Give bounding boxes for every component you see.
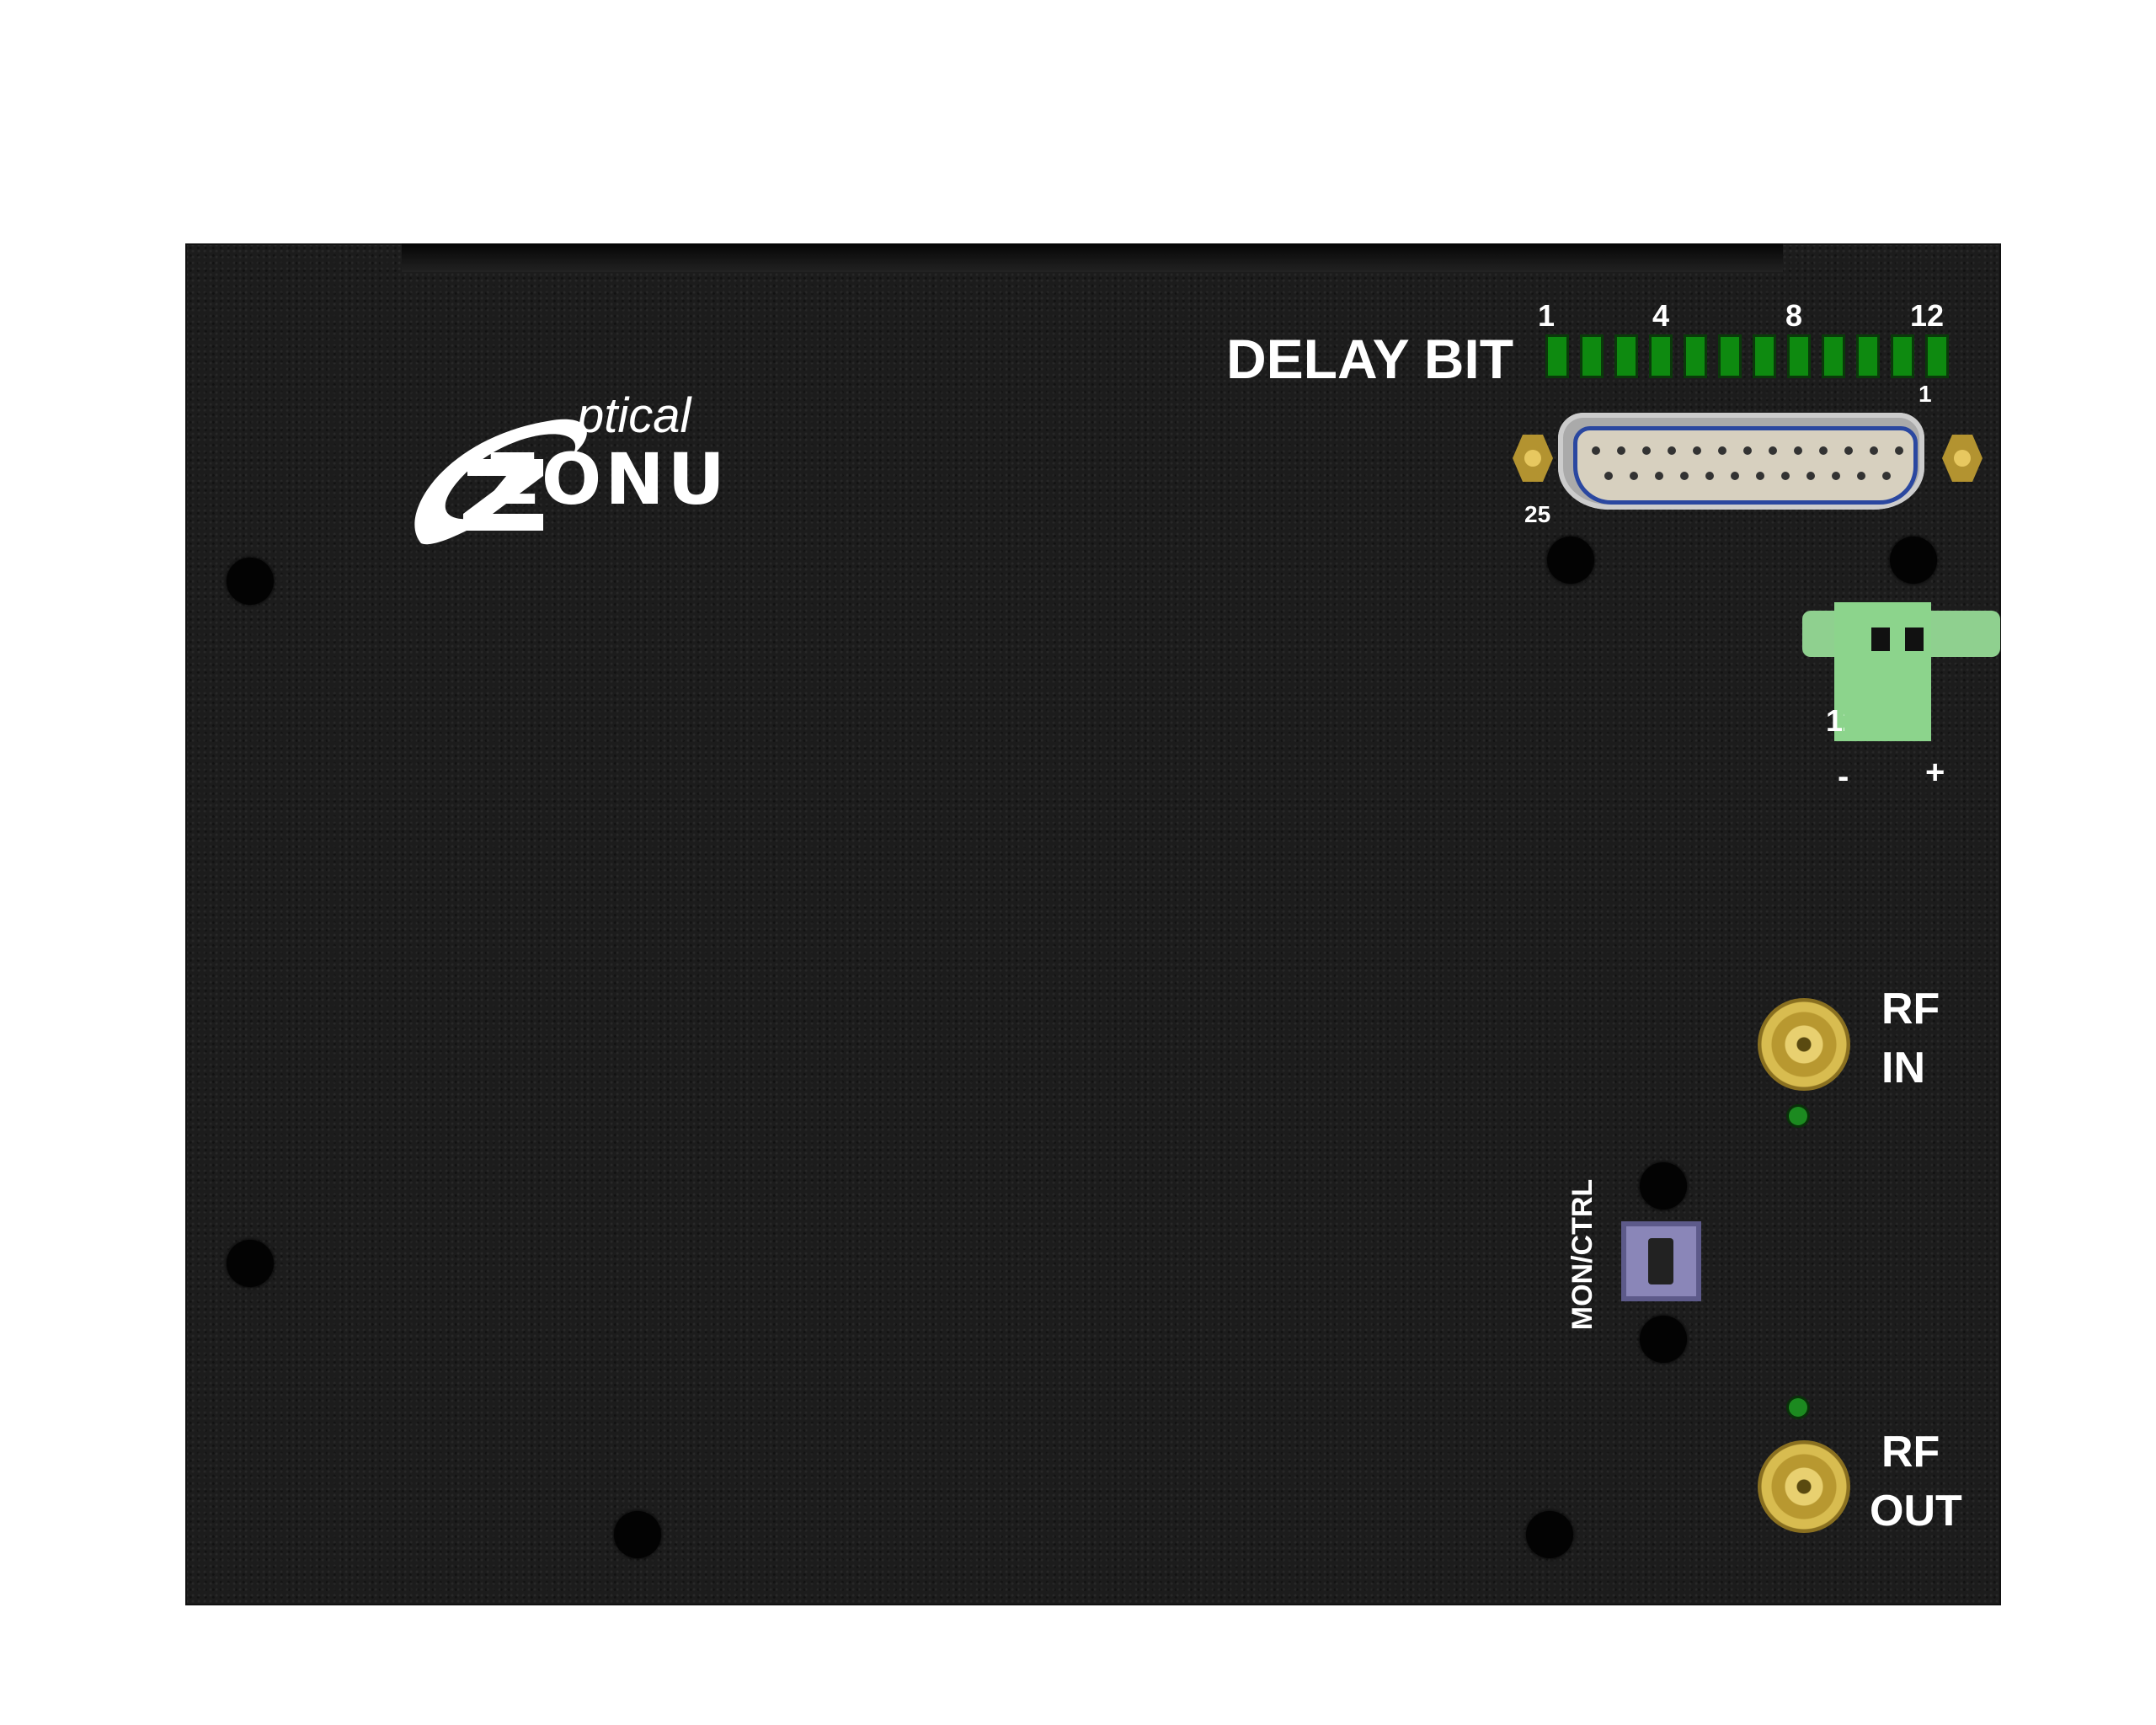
db25-pin (1668, 446, 1676, 455)
db25-pin (1756, 472, 1764, 480)
rf-in-label-line2: IN (1881, 1044, 1925, 1092)
rf-out-label-line1: RF (1881, 1428, 1940, 1477)
logo-swoosh-icon (414, 419, 587, 545)
terminal-slot-minus (1871, 628, 1890, 651)
db25-pin (1731, 472, 1739, 480)
power-pin-label: 12 (1826, 703, 1844, 738)
db25-pin (1630, 472, 1638, 480)
db25-pin (1882, 472, 1891, 480)
bit-number-8: 8 (1785, 298, 1803, 333)
delay-bit-led-5 (1686, 337, 1705, 376)
db25-pin (1642, 446, 1651, 455)
db25-pin (1769, 446, 1777, 455)
db25-pin (1819, 446, 1828, 455)
delay-bit-led-1 (1548, 337, 1566, 376)
db25-pin (1844, 446, 1853, 455)
db25-pin-1-label: 1 (1919, 381, 1932, 407)
bit-number-1: 1 (1538, 298, 1556, 333)
rf-in-status-led (1789, 1107, 1807, 1125)
db25-pin (1806, 472, 1815, 480)
logo-text-optical: ptical (577, 388, 691, 443)
terminal-slot-plus (1905, 628, 1924, 651)
mount-hole (1890, 537, 1937, 584)
mount-hole (1640, 1162, 1687, 1210)
delay-bit-led-12 (1928, 337, 1946, 376)
mount-hole (227, 558, 274, 605)
rf-in-sma-connector[interactable] (1758, 998, 1850, 1091)
db25-pin (1857, 472, 1865, 480)
bit-number-12: 12 (1910, 298, 1945, 333)
db25-pin (1832, 472, 1840, 480)
db25-pin (1781, 472, 1790, 480)
db25-pin (1705, 472, 1714, 480)
db25-pin (1680, 472, 1689, 480)
panel-top-lip (402, 243, 1783, 272)
db25-pin (1794, 446, 1802, 455)
rf-out-sma-connector[interactable] (1758, 1440, 1850, 1533)
delay-bit-led-4 (1652, 337, 1670, 376)
mount-hole (614, 1511, 661, 1558)
power-plus-label: + (1925, 754, 1945, 791)
mount-hole (1526, 1511, 1573, 1558)
db25-pin (1743, 446, 1752, 455)
bit-number-4: 4 (1652, 298, 1670, 333)
rf-in-label-line1: RF (1881, 985, 1940, 1033)
db25-pin-25-label: 25 (1524, 501, 1551, 527)
db25-pin (1870, 446, 1878, 455)
optical-zonu-logo: ptical ZONU (396, 387, 733, 547)
mount-hole (1547, 537, 1594, 584)
rf-out-status-led (1789, 1398, 1807, 1417)
mount-hole (1640, 1316, 1687, 1363)
db25-pin (1895, 446, 1903, 455)
db25-pin (1617, 446, 1625, 455)
rf-out-label-line2: OUT (1870, 1487, 1962, 1535)
power-minus-label: - (1838, 758, 1849, 795)
db25-pin-field (1573, 426, 1918, 505)
delay-bit-led-8 (1790, 337, 1808, 376)
db25-pin (1718, 446, 1726, 455)
mon-ctrl-label: MON/CTRL (1566, 1178, 1599, 1331)
delay-bit-led-3 (1617, 337, 1636, 376)
delay-bit-label: DELAY BIT (1226, 328, 1514, 390)
mon-ctrl-usb-port[interactable] (1621, 1221, 1701, 1301)
db25-pin (1693, 446, 1701, 455)
db25-pin (1655, 472, 1663, 480)
db25-pin (1604, 472, 1613, 480)
db25-pin (1592, 446, 1600, 455)
delay-bit-led-6 (1721, 337, 1739, 376)
delay-bit-led-9 (1824, 337, 1843, 376)
power-terminal-block[interactable] (1802, 602, 2000, 741)
mount-hole (227, 1240, 274, 1287)
logo-text-zonu: ZONU (487, 438, 728, 521)
delay-bit-led-10 (1859, 337, 1877, 376)
delay-bit-led-2 (1582, 337, 1601, 376)
delay-bit-led-11 (1893, 337, 1912, 376)
delay-bit-led-7 (1755, 337, 1774, 376)
